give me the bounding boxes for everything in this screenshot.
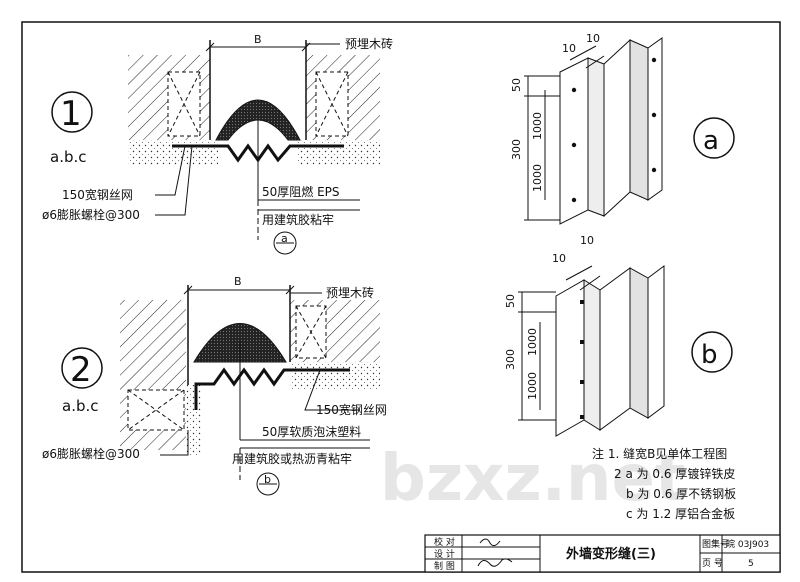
plaster-left — [128, 140, 218, 165]
plaster-right — [298, 140, 380, 165]
tb-page-label: 页 号 — [702, 558, 723, 569]
note-line-3: b 为 0.6 厚不锈钢板 — [626, 487, 736, 501]
label-bolt-1: ø6膨胀螺栓@300 — [42, 207, 140, 222]
isometric-a: 10 10 50 300 1000 1000 a — [510, 32, 735, 225]
detail-2: B 预埋木砖 2 a.b.c 150宽钢丝网 50厚软质泡沫塑料 用建筑胶或热沥… — [42, 275, 387, 496]
tb-page-no: 5 — [748, 559, 754, 569]
iso-a-circle-label: a — [703, 126, 719, 156]
iso-b-dim-300: 300 — [504, 349, 517, 370]
callout-1: a — [281, 232, 288, 245]
iso-b-dim-1000b: 1000 — [526, 372, 539, 400]
callout-circle-2 — [256, 472, 280, 496]
title-block: 校 对 设 计 制 图 外墙变形缝(三) 图集号 皖 03J903 页 号 5 — [424, 534, 781, 573]
note-line-1: 注 1. 缝宽B见单体工程图 — [592, 446, 727, 461]
callout-circle-1 — [273, 231, 297, 255]
tb-title: 外墙变形缝(三) — [565, 546, 656, 562]
iso-a-circle — [693, 117, 735, 159]
iso-b-dim-10b: 10 — [580, 234, 594, 247]
detail-types-1: a.b.c — [50, 148, 87, 166]
eps-arch — [215, 99, 301, 141]
signature-check — [479, 538, 501, 547]
iso-b-circle — [691, 331, 733, 373]
iso-a-dim-1000b: 1000 — [531, 164, 544, 192]
tb-design-label: 设 计 — [434, 548, 455, 560]
sheet-border — [21, 21, 781, 573]
cover-plate-2 — [194, 367, 350, 410]
iso-b-dim-50: 50 — [504, 294, 517, 308]
detail-number-circle-2 — [61, 347, 103, 389]
label-bolt-2: ø6膨胀螺栓@300 — [42, 446, 140, 461]
iso-b-dim-1000a: 1000 — [526, 328, 539, 356]
iso-a-dim-300: 300 — [510, 139, 523, 160]
tb-check-label: 校 对 — [434, 536, 455, 548]
iso-a-dim-10b: 10 — [586, 32, 600, 45]
callout-2: b — [264, 473, 271, 486]
tb-atlas-label: 图集号 — [702, 538, 729, 550]
label-eps-1: 50厚阻燃 EPS — [262, 184, 340, 199]
iso-a-dim-10a: 10 — [562, 42, 576, 55]
notes: 注 1. 缝宽B见单体工程图 2 a 为 0.6 厚镀锌铁皮 b 为 0.6 厚… — [592, 446, 736, 521]
isometric-b: 10 10 50 300 1000 1000 b — [504, 234, 733, 437]
iso-b-dim-10a: 10 — [552, 252, 566, 265]
label-foam-2: 50厚软质泡沫塑料 — [262, 424, 361, 439]
watermark-text: bzxz.net — [380, 442, 685, 516]
dim-b-2: B — [234, 275, 242, 288]
plaster-left-2 — [186, 385, 202, 455]
label-wood-2: 预埋木砖 — [326, 285, 374, 300]
label-mesh-1: 150宽钢丝网 — [62, 187, 133, 202]
tb-draw-label: 制 图 — [434, 560, 455, 572]
dim-b-1: B — [254, 33, 262, 46]
tb-atlas-no: 皖 03J903 — [726, 538, 769, 550]
signature-draw — [477, 558, 513, 567]
iso-a-dim-50: 50 — [510, 78, 523, 92]
plaster-right-2 — [290, 362, 380, 390]
note-line-4: c 为 1.2 厚铝合金板 — [626, 506, 735, 521]
detail-number-1: 1 — [60, 94, 82, 134]
detail-types-2: a.b.c — [62, 397, 99, 415]
detail-1: B 预埋木砖 1 a.b.c 150宽钢丝网 ø6膨胀螺栓@300 50厚阻燃 … — [42, 33, 393, 255]
iso-b-circle-label: b — [701, 340, 718, 370]
iso-a-dim-1000a: 1000 — [531, 112, 544, 140]
label-glue-2: 用建筑胶或热沥青粘牢 — [232, 451, 352, 466]
note-line-2: 2 a 为 0.6 厚镀锌铁皮 — [614, 467, 735, 481]
detail-number-circle-1 — [51, 91, 93, 133]
detail-number-2: 2 — [70, 350, 92, 390]
label-glue-1: 用建筑胶粘牢 — [262, 212, 334, 227]
label-wood-1: 预埋木砖 — [345, 36, 393, 51]
label-mesh-2: 150宽钢丝网 — [316, 402, 387, 417]
